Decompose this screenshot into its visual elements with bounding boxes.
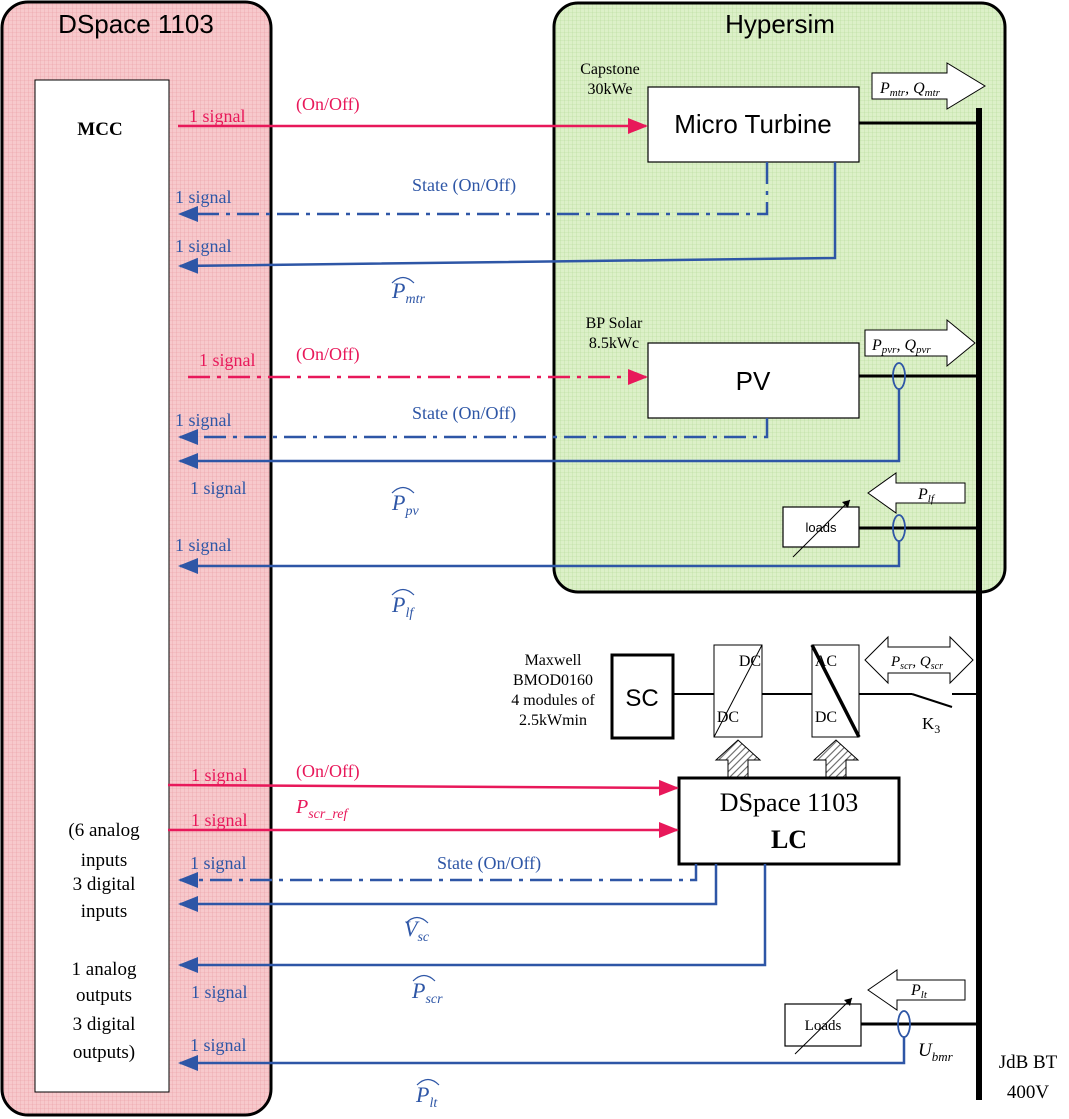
mcc-io-line: 3 digital <box>73 874 136 895</box>
dspace-panel-title: DSpace 1103 <box>58 9 214 39</box>
svg-text:DC: DC <box>739 653 761 670</box>
svg-text:DC: DC <box>815 709 837 726</box>
control-arrow-acdc <box>812 739 860 779</box>
pv-power-signal: 1 signal Ppv <box>178 389 901 519</box>
svg-text:Plt: Plt <box>910 982 928 1001</box>
svg-text:1 signal: 1 signal <box>175 535 232 555</box>
microturbine-power-arrow: Pmtr, Qmtr <box>871 62 986 110</box>
pv-state-signal: 1 signal State (On/Off) <box>175 403 769 445</box>
svg-text:Ppv: Ppv <box>391 490 419 519</box>
real-loads-block: Loads Ubmr Plt <box>784 969 979 1064</box>
control-arrow-dcdc <box>714 739 762 779</box>
svg-text:1 signal: 1 signal <box>190 1035 247 1055</box>
hypersim-panel-title: Hypersim <box>725 9 835 39</box>
loads-power-signal: 1 signal Plf <box>175 535 901 621</box>
pv-label: PV <box>736 366 771 396</box>
supercap-box <box>610 653 675 740</box>
svg-text:1 signal: 1 signal <box>190 478 247 498</box>
svg-text:Plt: Plt <box>415 1082 438 1111</box>
lc-pscr-signal: 1 signal Pscr <box>178 864 767 1007</box>
dc-dc-converter: DC DC <box>713 644 763 738</box>
lc-ref-signal: 1 signal Pscr_ref <box>168 796 679 838</box>
svg-text:1 signal: 1 signal <box>199 350 256 370</box>
supercap-chain: Maxwell BMOD0160 4 modules of 2.5kWmin S… <box>511 635 979 779</box>
switch-k3: K3 <box>911 693 979 736</box>
svg-text:(On/Off): (On/Off) <box>296 94 360 115</box>
mcc-io-line: (6 analog <box>68 820 140 841</box>
hypersim-loads-block: loads Plf <box>782 472 979 558</box>
svg-text:Pscr, Qscr: Pscr, Qscr <box>890 654 943 672</box>
pv-onoff-signal: 1 signal (On/Off) <box>188 344 648 385</box>
svg-text:State (On/Off): State (On/Off) <box>412 403 516 424</box>
mcc-title: MCC <box>77 119 122 140</box>
svg-text:Plf: Plf <box>391 592 415 621</box>
svg-text:DC: DC <box>717 709 739 726</box>
loads-power-arrow: Plf <box>867 472 966 514</box>
mcc-io-line: inputs <box>81 850 127 871</box>
ac-dc-converter: AC DC <box>810 644 861 738</box>
supercap-desc: 4 modules of <box>511 692 595 709</box>
pv-maker: BP Solar <box>586 315 643 332</box>
svg-text:Pmtr, Qmtr: Pmtr, Qmtr <box>879 80 941 99</box>
svg-text:State (On/Off): State (On/Off) <box>437 853 541 874</box>
svg-text:Pscr_ref: Pscr_ref <box>295 796 349 822</box>
pv-power-arrow: Ppvr, Qpvr <box>864 318 976 368</box>
svg-text:1 signal: 1 signal <box>191 765 248 785</box>
bus-label: JdB BT <box>999 1052 1058 1073</box>
microturbine-maker: Capstone <box>580 61 640 78</box>
mcc-block: MCC (6 analog inputs 3 digital inputs 1 … <box>34 79 170 1093</box>
svg-text:Pmtr: Pmtr <box>391 278 425 307</box>
svg-text:K3: K3 <box>922 714 940 736</box>
svg-text:Pscr: Pscr <box>411 978 443 1007</box>
svg-text:(On/Off): (On/Off) <box>296 344 360 365</box>
lc-onoff-signal: 1 signal (On/Off) <box>167 761 679 796</box>
mcc-io-line: 3 digital <box>73 1014 136 1035</box>
supercap-power-arrow: Pscr, Qscr <box>864 635 974 685</box>
pv-rating: 8.5kWc <box>589 335 639 352</box>
lc-label: LC <box>771 825 807 854</box>
mcc-io-line: 1 analog <box>72 959 137 980</box>
supercap-label: SC <box>625 685 658 712</box>
svg-text:State (On/Off): State (On/Off) <box>412 175 516 196</box>
svg-text:Plf: Plf <box>917 486 936 505</box>
microturbine-label: Micro Turbine <box>674 109 832 139</box>
lc-block: DSpace 1103 LC <box>677 776 901 866</box>
pv-block: PV BP Solar 8.5kWc Ppvr, Qpvr <box>586 315 979 419</box>
svg-text:Ppvr, Qpvr: Ppvr, Qpvr <box>871 337 931 356</box>
svg-text:1 signal: 1 signal <box>175 187 232 207</box>
supercap-desc: BMOD0160 <box>513 672 593 689</box>
svg-text:1 signal: 1 signal <box>189 106 246 126</box>
bus-voltage-measure: Ubmr <box>918 1040 954 1064</box>
svg-text:Vsc: Vsc <box>404 916 430 945</box>
supercap-desc: Maxwell <box>525 652 582 669</box>
mt-state-signal: 1 signal State (On/Off) <box>175 162 769 222</box>
svg-text:1 signal: 1 signal <box>191 810 248 830</box>
svg-text:AC: AC <box>815 653 837 670</box>
microturbine-block: Micro Turbine Capstone 30kWe Pmtr, Qmtr <box>580 61 986 163</box>
lc-title: DSpace 1103 <box>720 788 858 817</box>
lc-state-signal: 1 signal State (On/Off) <box>178 853 698 888</box>
svg-text:1 signal: 1 signal <box>191 982 248 1002</box>
svg-text:1 signal: 1 signal <box>175 410 232 430</box>
svg-text:1 signal: 1 signal <box>190 853 247 873</box>
real-loads-power-signal: 1 signal Plt <box>178 1035 906 1111</box>
mt-power-signal: 1 signal Pmtr <box>175 162 837 307</box>
mcc-io-line: outputs <box>76 985 132 1006</box>
mcc-io-line: outputs) <box>73 1042 135 1063</box>
bus-voltage: 400V <box>1007 1082 1050 1103</box>
microturbine-rating: 30kWe <box>588 81 633 98</box>
mt-onoff-signal: 1 signal (On/Off) <box>178 94 648 134</box>
hypersim-loads-label: loads <box>805 520 837 535</box>
real-loads-label: Loads <box>805 1018 842 1034</box>
svg-text:1 signal: 1 signal <box>175 236 232 256</box>
real-loads-power-arrow: Plt <box>867 969 966 1011</box>
supercap-desc: 2.5kWmin <box>519 712 587 729</box>
mcc-io-line: inputs <box>81 901 127 922</box>
bus-bar: JdB BT 400V <box>976 108 1058 1103</box>
lc-vsc-signal: Vsc <box>178 864 718 945</box>
svg-text:(On/Off): (On/Off) <box>296 761 360 782</box>
